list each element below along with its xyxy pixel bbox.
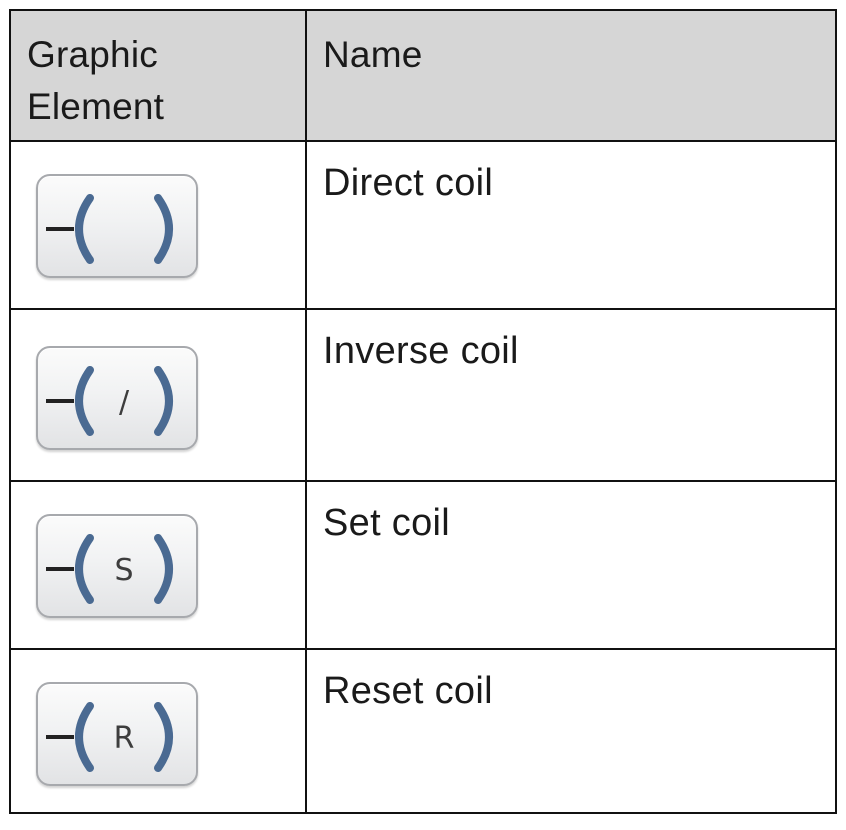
header-graphic-element: Graphic Element bbox=[11, 11, 307, 142]
header-name: Name bbox=[307, 11, 835, 142]
direct-coil-name: Direct coil bbox=[323, 162, 494, 204]
reset-coil-button[interactable]: R bbox=[36, 682, 198, 786]
inverse-coil-button[interactable]: / bbox=[36, 346, 198, 450]
set-coil-symbol: S bbox=[114, 553, 133, 588]
set-coil-name: Set coil bbox=[323, 502, 451, 544]
reset-coil-symbol: R bbox=[114, 721, 135, 756]
inverse-coil-icon: / bbox=[46, 366, 173, 436]
direct-coil-button[interactable] bbox=[36, 174, 198, 278]
set-coil-button[interactable]: S bbox=[36, 514, 198, 618]
direct-coil-icon bbox=[46, 194, 173, 264]
table-row-direct-coil-graphic bbox=[11, 142, 307, 310]
table-row-reset-coil-graphic: R bbox=[11, 650, 307, 812]
inverse-coil-symbol: / bbox=[119, 385, 130, 420]
header-graphic-element-label: Graphic Element bbox=[27, 34, 165, 127]
table-row-reset-coil-name: Reset coil bbox=[307, 650, 835, 812]
table-row-set-coil-name: Set coil bbox=[307, 482, 835, 650]
table-row-inverse-coil-name: Inverse coil bbox=[307, 310, 835, 482]
reset-coil-icon: R bbox=[46, 702, 173, 772]
header-name-label: Name bbox=[323, 34, 423, 75]
table-row-set-coil-graphic: S bbox=[11, 482, 307, 650]
coil-elements-table: Graphic Element Name Direct coil / Inver bbox=[9, 9, 837, 814]
set-coil-icon: S bbox=[46, 534, 173, 604]
table-row-inverse-coil-graphic: / bbox=[11, 310, 307, 482]
reset-coil-name: Reset coil bbox=[323, 670, 493, 712]
inverse-coil-name: Inverse coil bbox=[323, 330, 519, 372]
table-row-direct-coil-name: Direct coil bbox=[307, 142, 835, 310]
